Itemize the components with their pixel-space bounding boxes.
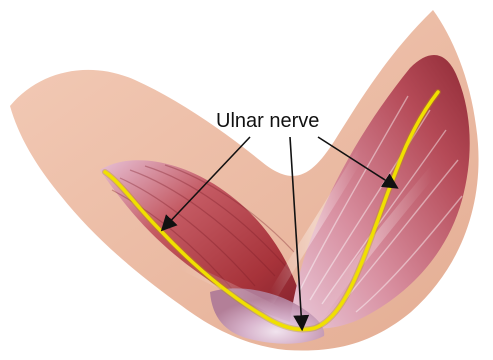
- ulnar-nerve-label: Ulnar nerve: [216, 110, 319, 133]
